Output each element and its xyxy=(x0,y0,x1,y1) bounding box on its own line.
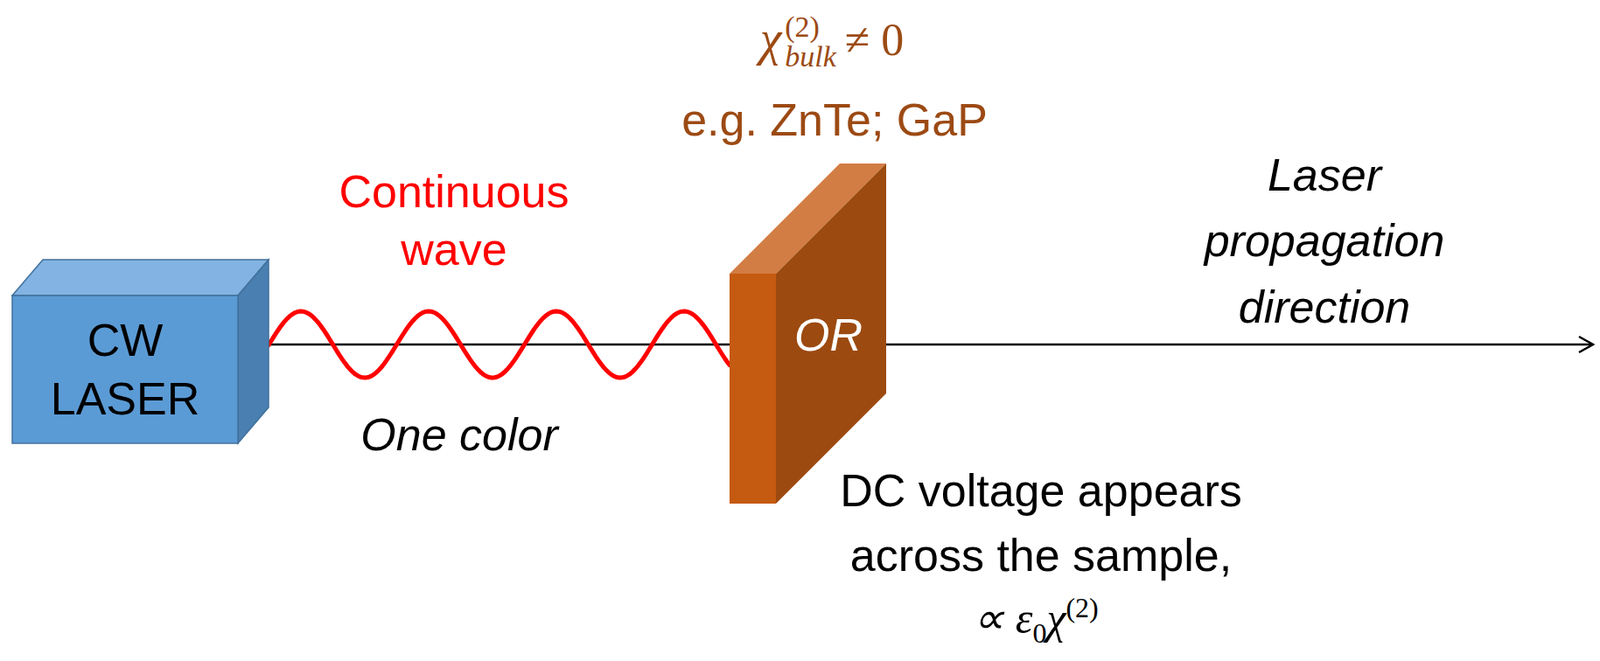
label-text: Laser propagation direction xyxy=(1204,149,1446,333)
material-examples: e.g. ZnTe; GaP xyxy=(681,92,988,147)
label-text: DC voltage appears across the sample, xyxy=(839,465,1243,581)
label-text: 0 xyxy=(1032,617,1047,650)
front-face xyxy=(12,295,238,444)
label-text: Continuous wave xyxy=(338,166,569,275)
node-label: OR xyxy=(794,307,863,363)
label-text: χ xyxy=(1046,593,1066,643)
continuous-wave xyxy=(268,311,730,378)
text-region: CW LASER xyxy=(12,295,238,444)
side-face xyxy=(775,163,887,504)
crystal-sample: OR xyxy=(729,163,887,504)
label-text: (2) xyxy=(784,12,820,42)
susceptibility-label: χ(2)bulk≠ 0 xyxy=(760,8,905,72)
label-text: ≠ 0 xyxy=(845,14,905,65)
propagation-axis xyxy=(247,343,1592,347)
voltage-note: DC voltage appears across the sample, xyxy=(804,459,1278,589)
text-region: OR xyxy=(780,294,877,376)
front-face xyxy=(729,273,776,504)
sup-sub-stack: (2)bulk xyxy=(784,12,837,72)
label-text: e.g. ZnTe; GaP xyxy=(681,94,988,146)
node-label: CW LASER xyxy=(22,311,228,428)
wave-label: Continuous wave xyxy=(309,162,599,279)
label-text: (2) xyxy=(1065,592,1098,624)
color-label: One color xyxy=(360,407,558,462)
label-text: bulk xyxy=(784,41,837,72)
direction-label: Laser propagation direction xyxy=(1158,142,1491,341)
label-text: ∝ ε xyxy=(972,593,1033,643)
laser-box: CW LASER xyxy=(12,259,269,444)
proportionality-note: ∝ ε0χ(2) xyxy=(972,591,1099,650)
label-text: One color xyxy=(360,409,558,461)
connector-layer xyxy=(268,311,730,378)
axis-arrowhead xyxy=(1579,336,1594,353)
top-face xyxy=(12,259,269,296)
label-text: χ xyxy=(760,11,783,66)
side-face xyxy=(237,259,269,444)
